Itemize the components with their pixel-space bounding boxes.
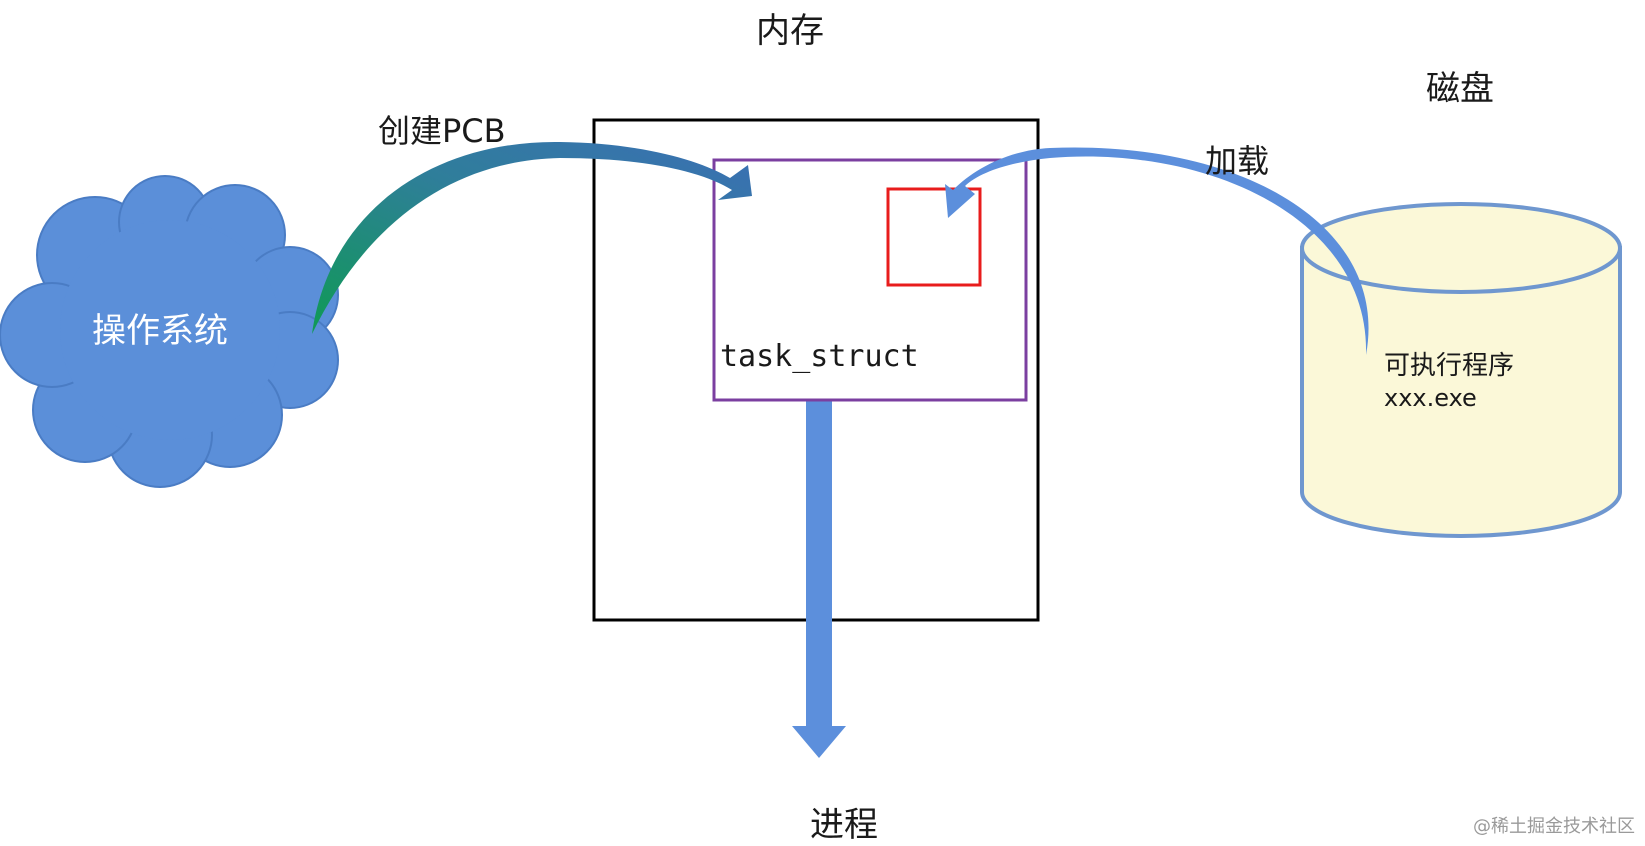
executable-label: 可执行程序 xyxy=(1384,351,1514,381)
exe-name-label: xxx.exe xyxy=(1384,384,1477,412)
watermark: @稀土掘金技术社区 xyxy=(1473,816,1635,837)
process-label: 进程 xyxy=(810,805,878,845)
create-pcb-arrow xyxy=(312,141,752,334)
disk-label: 磁盘 xyxy=(1426,69,1494,109)
disk-cylinder-icon xyxy=(1300,202,1622,538)
memory-label: 内存 xyxy=(756,11,824,51)
load-label: 加载 xyxy=(1205,142,1269,180)
os-cloud-icon xyxy=(0,175,339,488)
task-struct-box xyxy=(712,158,1028,402)
os-label: 操作系统 xyxy=(92,311,228,351)
load-arrow xyxy=(945,147,1369,355)
process-arrow xyxy=(792,398,846,758)
create-pcb-label: 创建PCB xyxy=(378,112,506,150)
task-struct-label: task_struct xyxy=(720,339,919,374)
pcb-slot-box xyxy=(886,187,982,287)
